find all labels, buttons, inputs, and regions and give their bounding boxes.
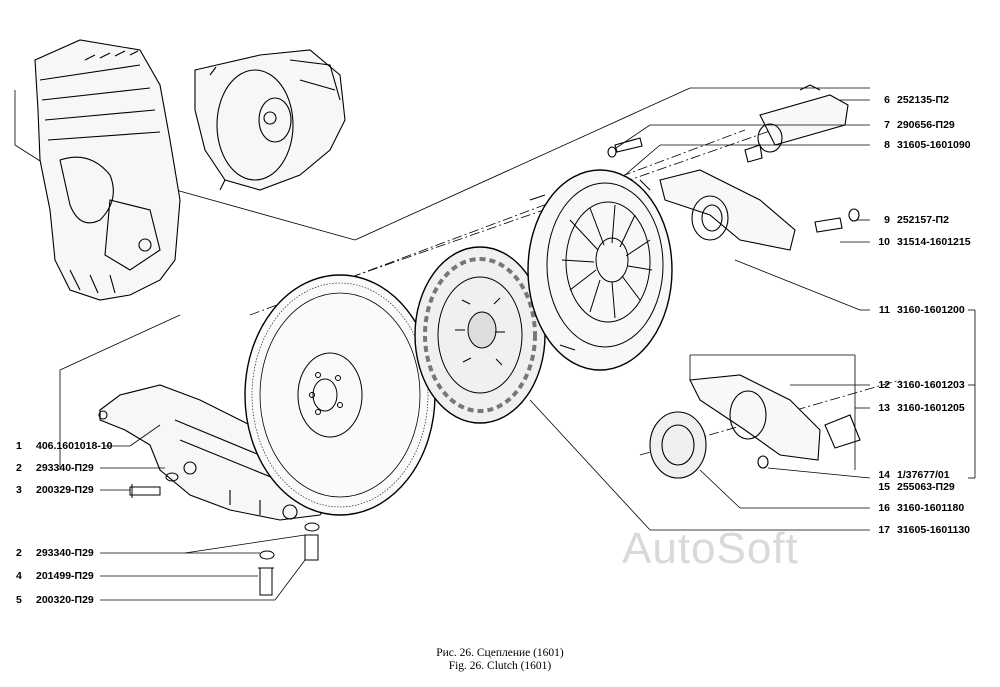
slave-cylinder: [607, 84, 849, 163]
callout-number: 1: [16, 440, 22, 452]
callout-code: 3160-1601203: [897, 379, 965, 391]
callout-code: 3160-1601180: [897, 502, 965, 514]
callout-code: 293340-П29: [36, 462, 94, 474]
callout-code: 3160-1601205: [897, 402, 965, 414]
callout-number: 15: [878, 481, 890, 493]
callout-code: 200329-П29: [36, 484, 94, 496]
callout-number: 10: [878, 236, 890, 248]
caption-english: Fig. 26. Clutch (1601): [448, 660, 552, 672]
callout-number: 5: [16, 594, 22, 606]
caption-russian: Рис. 26. Сцепление (1601): [436, 647, 564, 659]
callout-number: 4: [16, 570, 22, 582]
callout-number: 8: [884, 139, 890, 151]
callout-code: 3160-1601200: [897, 304, 965, 316]
callout-code: 31514-1601215: [897, 236, 971, 248]
flywheel: [244, 274, 436, 516]
callout-number: 17: [878, 524, 890, 536]
guide-lines: [14, 87, 870, 470]
callout-number: 2: [16, 547, 22, 559]
callout-number: 11: [878, 304, 890, 316]
callout-code: 1/37677/01: [897, 469, 950, 481]
fork-assembly-lower: [649, 374, 861, 479]
callout-code: 31605-1601090: [897, 139, 971, 151]
pressure-plate: [527, 169, 673, 371]
callout-code: 252157-П2: [897, 214, 949, 226]
engine-block: [34, 39, 181, 301]
callout-number: 3: [16, 484, 22, 496]
clutch-disc: [414, 246, 546, 424]
callout-number: 9: [884, 214, 890, 226]
callout-code: 252135-П2: [897, 94, 949, 106]
callout-code: 293340-П29: [36, 547, 94, 559]
fasteners-lower: [129, 472, 320, 596]
callout-number: 12: [878, 379, 890, 391]
callout-code: 255063-П29: [897, 481, 955, 493]
watermark-text: AutoSoft: [622, 524, 799, 573]
callout-number: 2: [16, 462, 22, 474]
callout-code: 201499-П29: [36, 570, 94, 582]
release-fork: [659, 169, 860, 251]
callout-number: 14: [878, 469, 890, 481]
callout-number: 13: [878, 402, 890, 414]
callout-number: 7: [884, 119, 890, 131]
callout-code: 31605-1601130: [897, 524, 970, 536]
clutch-housing-cover: [98, 384, 336, 521]
callout-number: 6: [884, 94, 890, 106]
callout-code: 406.1601018-10: [36, 440, 113, 452]
leader-lines: [100, 99, 976, 601]
gearbox-housing: [194, 49, 346, 191]
callout-number: 16: [878, 502, 890, 514]
callout-code: 200320-П29: [36, 594, 94, 606]
callout-code: 290656-П29: [897, 119, 955, 131]
